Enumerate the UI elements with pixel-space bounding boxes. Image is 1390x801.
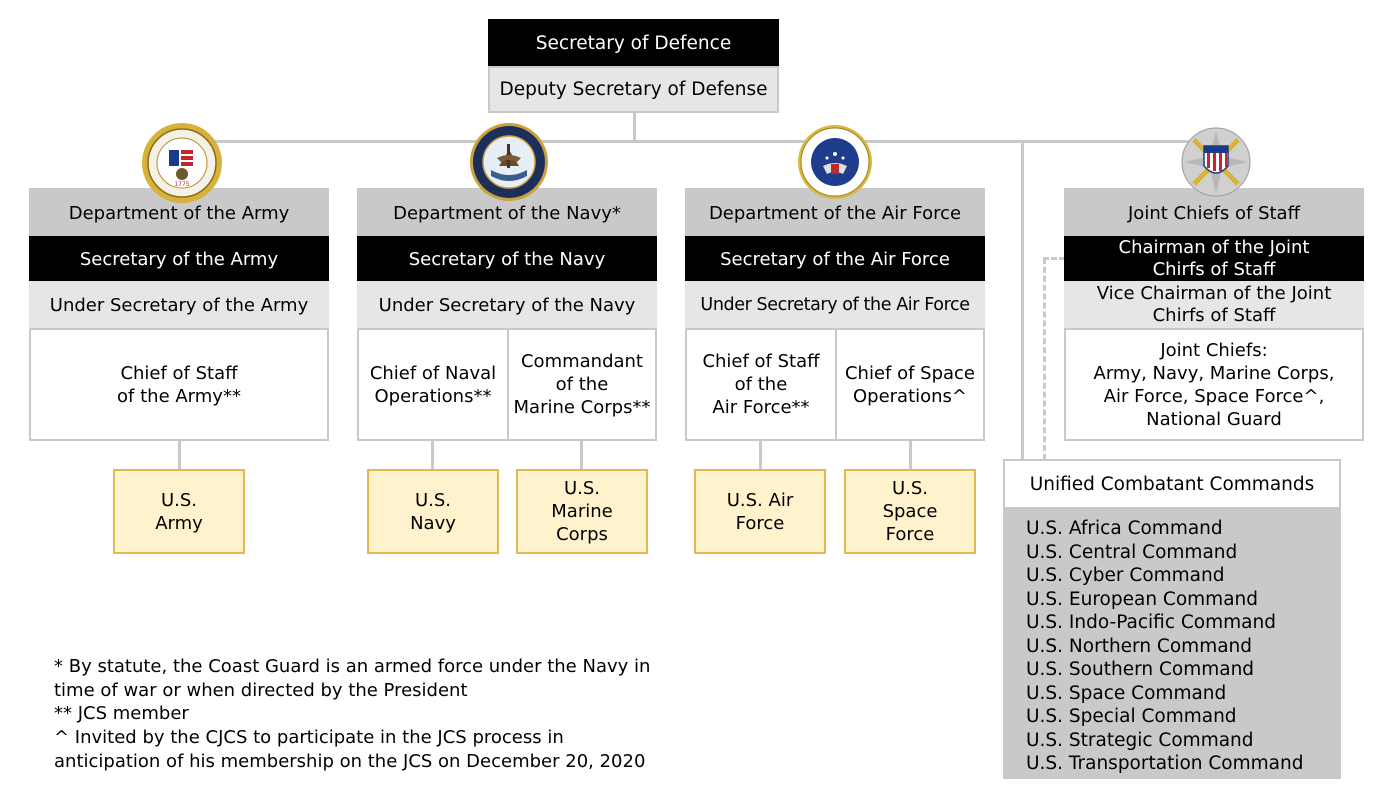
list-item: U.S. Space Command <box>1026 682 1227 704</box>
chief-of-naval-operations: Chief of Naval Operations** <box>357 328 509 441</box>
footnote-coast-guard: * By statute, the Coast Guard is an arme… <box>54 656 651 701</box>
service-us-marine-corps: U.S. Marine Corps <box>516 469 648 554</box>
svg-text:1775: 1775 <box>174 181 189 188</box>
connector-navy-service <box>431 440 434 470</box>
connector-main-horizontal <box>180 140 1212 143</box>
service-us-navy: U.S. Navy <box>367 469 499 554</box>
under-secretary-of-the-air-force: Under Secretary of the Air Force <box>685 281 985 329</box>
chief-of-staff-air-force: Chief of Staff of the Air Force** <box>685 328 837 441</box>
chief-of-staff-army: Chief of Staff of the Army** <box>29 328 329 441</box>
army-seal-icon: 1775 <box>142 123 222 203</box>
joint-chiefs-members: Joint Chiefs: Army, Navy, Marine Corps, … <box>1064 328 1364 441</box>
service-us-army: U.S. Army <box>113 469 245 554</box>
list-item: U.S. Africa Command <box>1026 518 1223 539</box>
connector-marines-service <box>580 440 583 470</box>
combatant-commands-list: U.S. Africa Command U.S. Central Command… <box>1026 517 1303 776</box>
footnote-cjcs-invite: ^ Invited by the CJCS to participate in … <box>54 727 646 772</box>
list-item: U.S. Special Command <box>1026 706 1237 727</box>
list-item: U.S. European Command <box>1026 588 1259 610</box>
list-item: U.S. Northern Command <box>1026 635 1253 657</box>
under-secretary-of-the-army: Under Secretary of the Army <box>29 281 329 329</box>
deputy-secretary-of-defense: Deputy Secretary of Defense <box>488 66 779 113</box>
chief-of-space-operations: Chief of Space Operations^ <box>835 328 985 441</box>
secretary-of-the-army: Secretary of the Army <box>29 236 329 282</box>
service-us-space-force: U.S. Space Force <box>844 469 976 554</box>
vice-chairman-joint-chiefs: Vice Chairman of the Joint Chirfs of Sta… <box>1064 281 1364 329</box>
unified-combatant-commands-title: Unified Combatant Commands <box>1005 461 1339 507</box>
service-us-air-force: U.S. Air Force <box>694 469 826 554</box>
connector-top-vertical <box>633 112 636 142</box>
connector-chairman-dashed-h <box>1043 257 1065 260</box>
joint-chiefs-seal-icon <box>1181 127 1251 197</box>
secretary-of-the-navy: Secretary of the Navy <box>357 236 657 282</box>
list-item: U.S. Southern Command <box>1026 659 1255 680</box>
secretary-of-defense: Secretary of Defence <box>488 19 779 67</box>
commandant-marine-corps: Commandant of the Marine Corps** <box>507 328 657 441</box>
connector-commands-drop <box>1021 140 1024 461</box>
connector-chairman-dashed <box>1043 258 1046 460</box>
list-item: U.S. Transportation Command <box>1026 753 1304 774</box>
list-item: U.S. Indo-Pacific Command <box>1026 612 1276 633</box>
connector-af-service <box>759 440 762 470</box>
list-item: U.S. Strategic Command <box>1026 729 1254 751</box>
list-item: U.S. Central Command <box>1026 541 1238 563</box>
connector-space-service <box>909 440 912 470</box>
chairman-joint-chiefs: Chairman of the Joint Chirfs of Staff <box>1064 236 1364 282</box>
navy-seal-icon <box>470 123 548 201</box>
secretary-of-the-air-force: Secretary of the Air Force <box>685 236 985 282</box>
list-item: U.S. Cyber Command <box>1026 565 1225 586</box>
connector-army-service <box>178 440 181 470</box>
footnote-jcs-member: ** JCS member <box>54 703 189 724</box>
under-secretary-of-the-navy: Under Secretary of the Navy <box>357 281 657 329</box>
unified-combatant-commands-panel: Unified Combatant Commands U.S. Africa C… <box>1003 459 1341 779</box>
air-force-seal-icon <box>798 125 872 199</box>
